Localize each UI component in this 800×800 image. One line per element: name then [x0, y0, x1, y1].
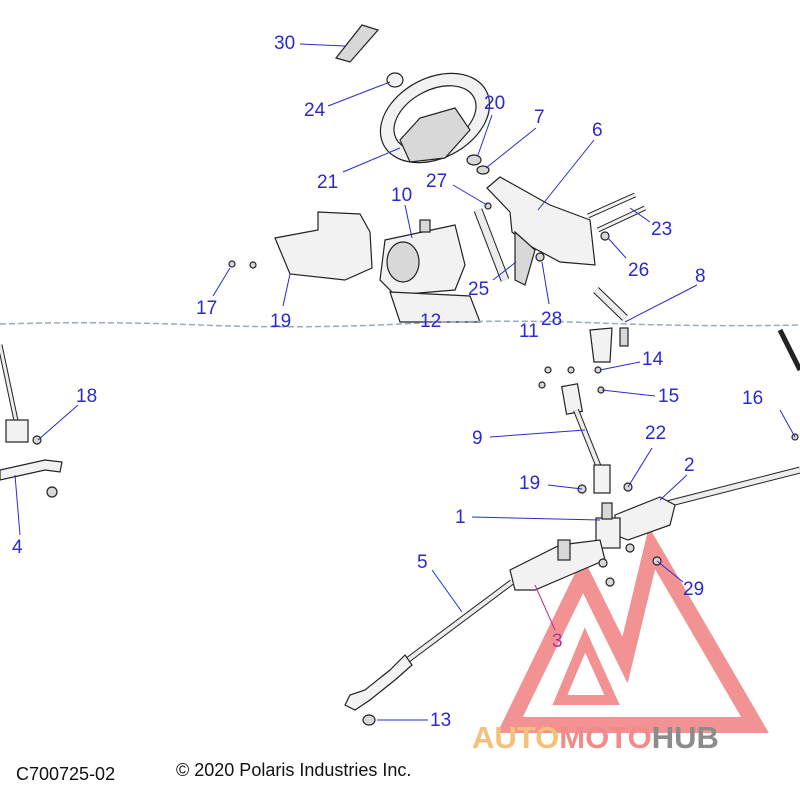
part-30-emblem — [334, 24, 380, 63]
part-10-eps-unit — [379, 219, 466, 296]
callout-14: 14 — [642, 349, 664, 370]
callout-20: 20 — [484, 93, 506, 114]
part-4-tie-rod-end-left — [0, 344, 63, 498]
callout-10: 10 — [391, 185, 413, 206]
part-28-nut — [535, 252, 545, 262]
watermark-logo-icon — [497, 526, 769, 733]
part-26-bolt — [600, 231, 610, 241]
part-29-bolt-b — [605, 577, 615, 587]
callout-17: 17 — [196, 298, 218, 319]
callout-27: 27 — [426, 171, 448, 192]
part-14-bracket — [589, 327, 613, 363]
part-16-right-shaft — [777, 328, 800, 441]
callout-23: 23 — [651, 219, 673, 240]
part-6-bracket — [486, 176, 596, 266]
callout-24: 24 — [304, 100, 326, 121]
part-29-bolt-a — [598, 558, 608, 568]
callout-2: 2 — [684, 455, 695, 476]
callout-29: 29 — [683, 579, 705, 600]
part-6-lever — [514, 230, 536, 286]
callout-21: 21 — [317, 172, 339, 193]
copyright-notice: © 2020 Polaris Industries Inc. — [176, 760, 412, 780]
part-17-screw — [228, 260, 236, 268]
part-5-tie-rod — [344, 579, 514, 711]
callout-6: 6 — [592, 120, 603, 141]
callout-28: 28 — [541, 309, 563, 330]
watermark-text: AUTOMOTOHUB — [472, 720, 719, 756]
part-19-cover — [274, 211, 373, 281]
callout-9: 9 — [472, 428, 483, 449]
callout-3: 3 — [552, 631, 563, 652]
part-18-nut — [32, 435, 42, 445]
callout-7: 7 — [534, 107, 545, 128]
callout-25: 25 — [468, 279, 490, 300]
watermark-auto: AUTO — [472, 720, 560, 755]
callout-1: 1 — [455, 507, 466, 528]
callout-18: 18 — [76, 386, 98, 407]
part-14-bracket-b — [619, 327, 629, 347]
page-tear-line — [0, 320, 800, 328]
diagram-code: C700725-02 — [16, 764, 116, 784]
part-9-intermediate-shaft — [560, 383, 611, 494]
callout-30: 30 — [274, 33, 296, 54]
part-13-nut — [362, 714, 376, 726]
part-14-bolt-d — [538, 381, 546, 389]
callout-11: 11 — [519, 321, 539, 342]
callout-4: 4 — [12, 537, 23, 558]
callout-13: 13 — [430, 710, 452, 731]
watermark-hub: HUB — [651, 720, 719, 755]
callout-16: 16 — [742, 388, 764, 409]
part-20-bushing — [466, 154, 482, 166]
leader-lines — [14, 43, 796, 721]
callout-26: 26 — [628, 260, 650, 281]
part-2-steering-rack — [595, 466, 800, 549]
part-29-bolt-c — [625, 543, 635, 553]
callout-19-top: 19 — [270, 311, 292, 332]
watermark-moto: MOTO — [559, 720, 652, 755]
callout-22: 22 — [645, 423, 667, 444]
part-17-screw-b — [249, 261, 257, 269]
part-14-bolt-b — [567, 366, 575, 374]
part-14-bolt-a — [544, 366, 552, 374]
part-24-cap — [386, 72, 404, 88]
callout-5: 5 — [417, 552, 428, 573]
callout-12: 12 — [420, 311, 442, 332]
callout-8: 8 — [695, 266, 706, 287]
part-3-rack-boot — [509, 539, 606, 591]
callout-19: 19 — [519, 473, 541, 494]
part-21-steering-wheel — [379, 72, 491, 164]
callout-15: 15 — [658, 386, 680, 407]
